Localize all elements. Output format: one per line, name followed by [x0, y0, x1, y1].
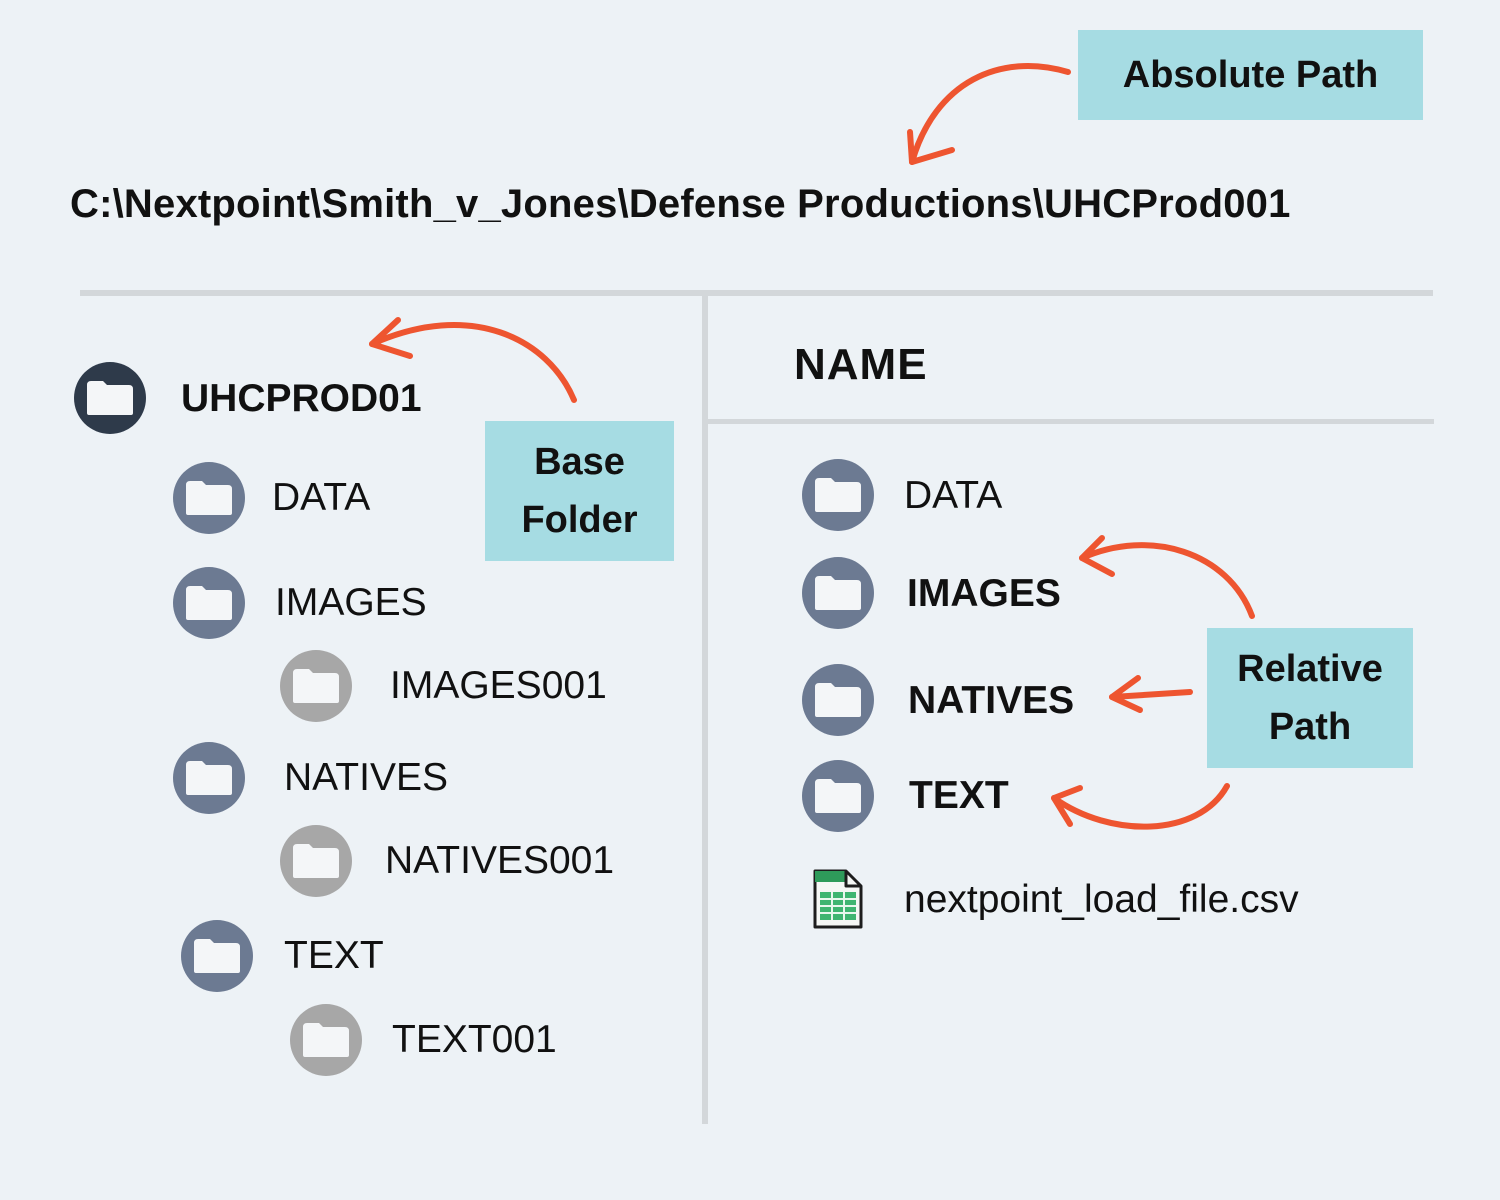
base-folder-callout-line2: Folder [521, 499, 638, 541]
tree-images-label: IMAGES [275, 581, 427, 624]
top-divider [80, 290, 1433, 296]
relative-images-arrow [1079, 535, 1255, 619]
listing-csv-file-label: nextpoint_load_file.csv [904, 878, 1299, 921]
listing-natives-folder-icon [802, 664, 874, 736]
relative-path-callout-line1: Relative [1237, 648, 1383, 690]
tree-images001-folder-icon [280, 650, 352, 722]
absolute-path-callout-label: Absolute Path [1122, 54, 1379, 96]
tree-text001-label: TEXT001 [392, 1018, 557, 1061]
tree-data-folder-icon [173, 462, 245, 534]
relative-text-arrow [1051, 783, 1230, 830]
listing-data-folder-icon [802, 459, 874, 531]
base-folder-callout: Base Folder [485, 421, 674, 561]
tree-text-folder-icon [181, 920, 253, 992]
base-folder-arrow [369, 317, 577, 403]
listing-images-folder-icon [802, 557, 874, 629]
relative-natives-arrow [1109, 675, 1193, 713]
absolute-path-text: C:\Nextpoint\Smith_v_Jones\Defense Produ… [70, 182, 1291, 226]
absolute-path-arrow [907, 63, 1071, 165]
tree-natives-label: NATIVES [284, 756, 448, 799]
tree-data-label: DATA [272, 476, 371, 519]
listing-natives-label: NATIVES [908, 679, 1075, 722]
listing-text-label: TEXT [909, 774, 1009, 817]
listing-data-label: DATA [904, 474, 1003, 517]
base-folder-callout-line1: Base [534, 441, 625, 483]
tree-images-folder-icon [173, 567, 245, 639]
name-column-header: NAME [794, 340, 928, 389]
tree-natives-folder-icon [173, 742, 245, 814]
vertical-divider [702, 296, 708, 1124]
tree-natives001-folder-icon [280, 825, 352, 897]
tree-text001-folder-icon [290, 1004, 362, 1076]
listing-images-label: IMAGES [907, 572, 1061, 615]
relative-path-callout-line2: Path [1268, 706, 1352, 748]
listing-text-folder-icon [802, 760, 874, 832]
tree-root-label: UHCPROD01 [181, 377, 422, 420]
root-folder-icon [74, 362, 146, 434]
name-header-divider [708, 419, 1434, 424]
relative-path-callout: Relative Path [1207, 628, 1413, 768]
absolute-path-callout: Absolute Path [1078, 30, 1423, 120]
spreadsheet-file-icon [812, 868, 864, 930]
tree-natives001-label: NATIVES001 [385, 839, 615, 882]
tree-text-label: TEXT [284, 934, 384, 977]
tree-images001-label: IMAGES001 [390, 664, 607, 707]
